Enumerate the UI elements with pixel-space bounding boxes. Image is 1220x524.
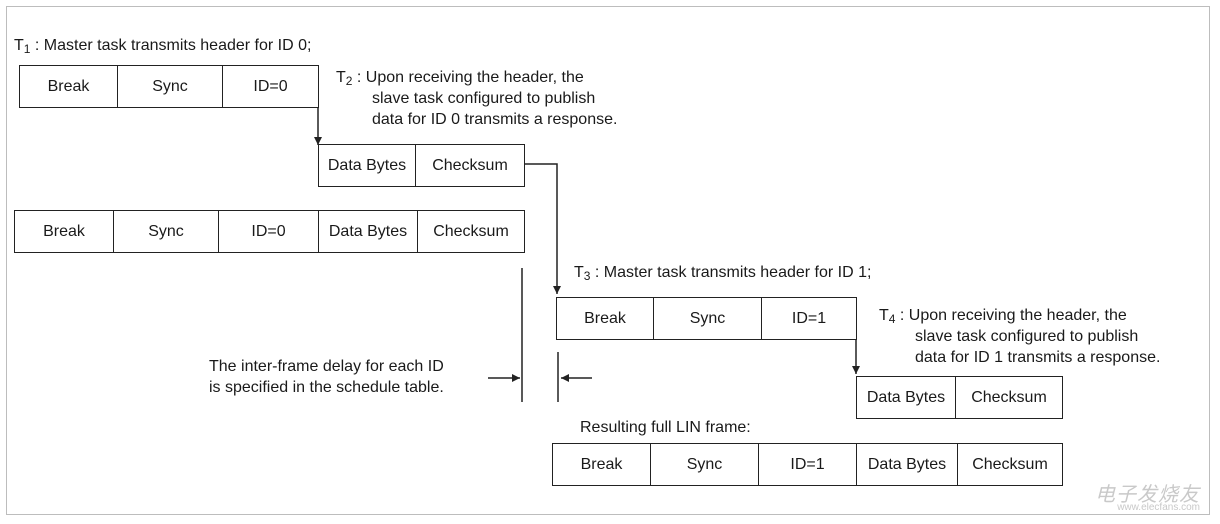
delay-label: The inter-frame delay for each ID is spe…	[209, 358, 444, 396]
frame-cell: Data Bytes	[857, 444, 958, 485]
frame-cell: ID=1	[791, 309, 827, 327]
t3-label: T3 : Master task transmits header for ID…	[574, 264, 872, 283]
frame-cell: ID=1	[759, 444, 857, 485]
watermark: 电子发烧友 www.elecfans.com	[1078, 476, 1208, 516]
frame-cell: Checksum	[432, 156, 508, 174]
watermark-url: www.elecfans.com	[1117, 502, 1200, 513]
full-frame-id0: Break Sync ID=0 Data Bytes Checksum	[14, 210, 525, 253]
frame-cell: ID=0	[219, 211, 319, 252]
frame-cell: Break	[557, 298, 654, 339]
result-label: Resulting full LIN frame:	[580, 419, 751, 436]
frame-cell: Sync	[114, 211, 219, 252]
response-frame-id0: Data Bytes Checksum	[318, 144, 525, 187]
t2-label: T2 : Upon receiving the header, the slav…	[336, 69, 618, 128]
frame-cell: Checksum	[433, 222, 509, 240]
t1-label: T1 : Master task transmits header for ID…	[14, 37, 312, 56]
t4-label: T4 : Upon receiving the header, the slav…	[879, 307, 1161, 366]
connector-response0-to-header1	[525, 163, 561, 294]
header-frame-id0: Break Sync ID=0	[19, 65, 319, 108]
header-frame-id1: Break Sync ID=1	[556, 297, 857, 340]
frame-cell: Sync	[654, 298, 762, 339]
frame-cell: ID=0	[253, 77, 288, 95]
frame-cell: Checksum	[971, 388, 1047, 406]
full-frame-id1: Break Sync ID=1 Data Bytes Checksum	[552, 443, 1063, 486]
diagram-frame	[6, 6, 1210, 515]
frame-cell: Data Bytes	[319, 145, 416, 186]
frame-cell: Sync	[651, 444, 759, 485]
frame-cell: Checksum	[972, 455, 1048, 473]
watermark-name: 电子发烧友	[1095, 484, 1200, 506]
response-frame-id1: Data Bytes Checksum	[856, 376, 1063, 419]
frame-cell: Sync	[118, 66, 223, 107]
frame-cell: Break	[15, 211, 114, 252]
frame-cell: Break	[553, 444, 651, 485]
frame-cell: Data Bytes	[857, 377, 956, 418]
frame-cell: Break	[20, 66, 118, 107]
frame-cell: Data Bytes	[319, 211, 418, 252]
